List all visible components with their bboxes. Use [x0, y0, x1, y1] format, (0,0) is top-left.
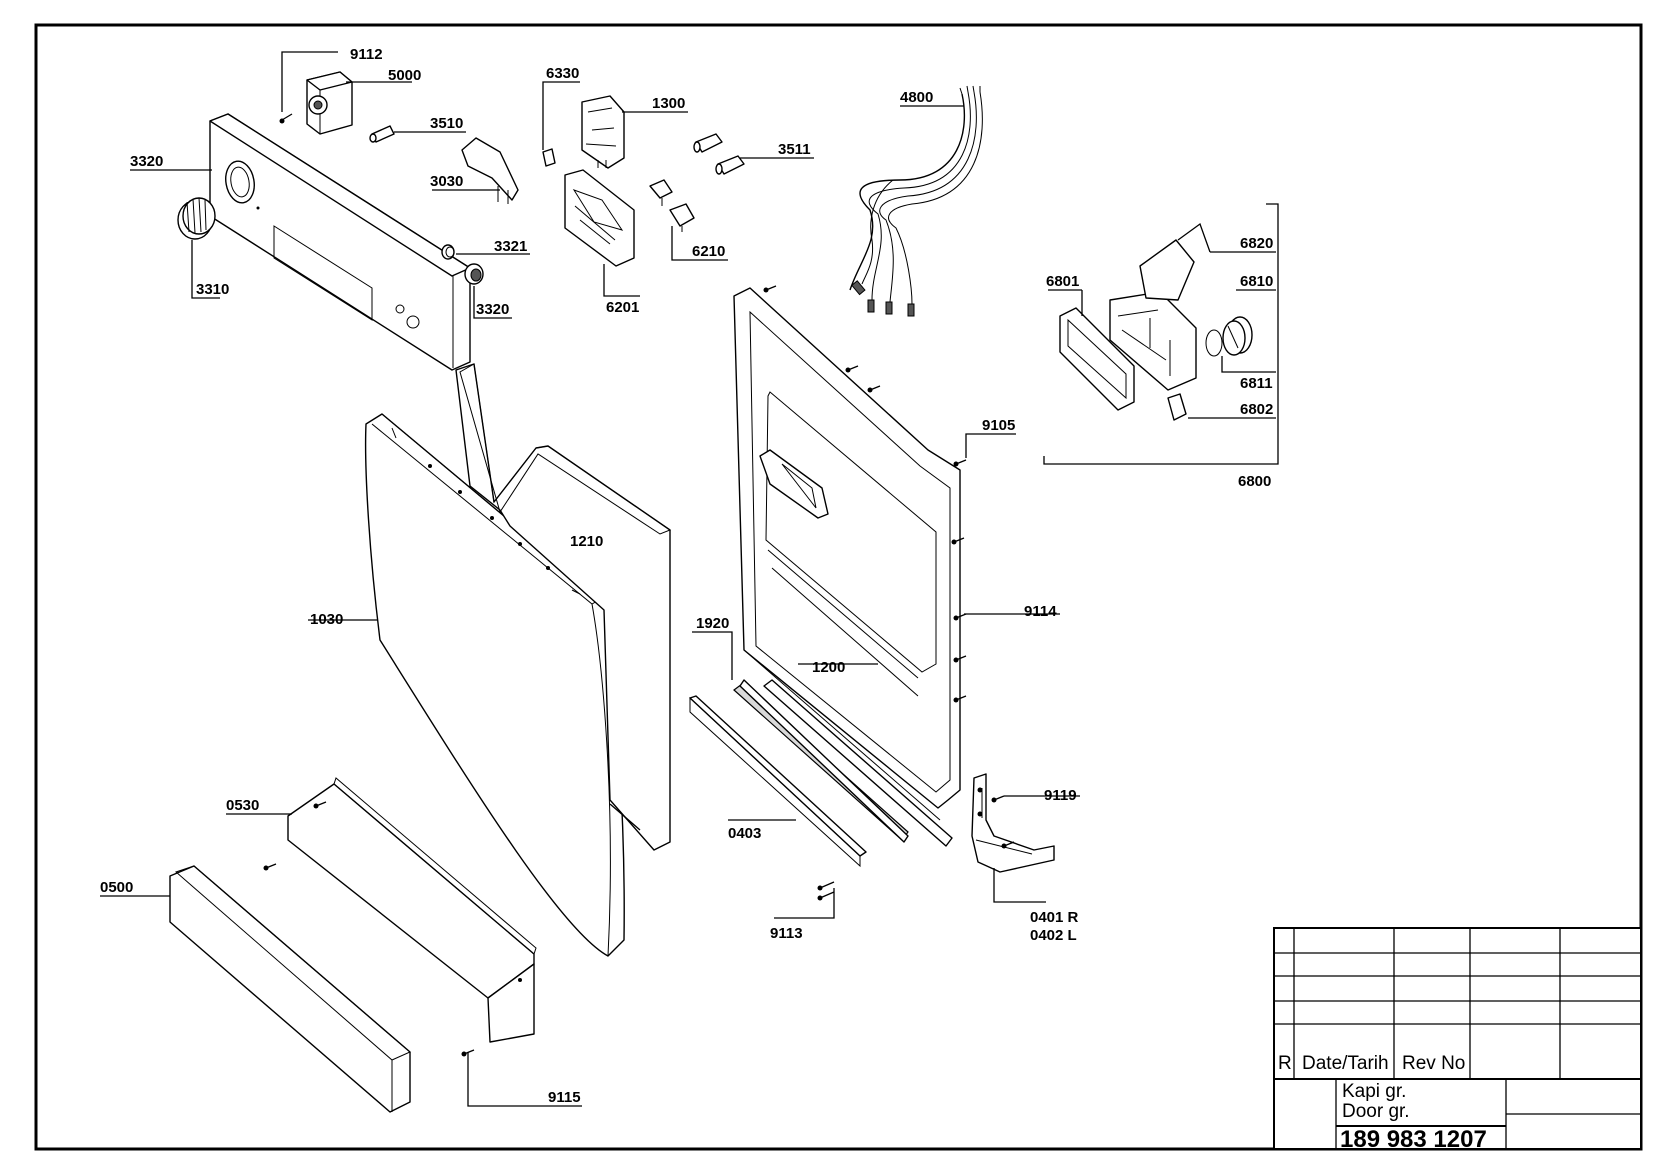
label-9119: 9119: [1044, 787, 1077, 804]
oring-6811: [1205, 329, 1223, 357]
screw-hinge-icon: [1001, 841, 1015, 849]
program-knob: [177, 197, 216, 240]
label-1030: 1030: [310, 611, 343, 628]
label-9105: 9105: [982, 417, 1015, 434]
screw-9114-icon-3: [953, 655, 967, 663]
screw-9113-icon-1: [817, 881, 835, 891]
label-6811: 6811: [1240, 375, 1273, 392]
pushrod-3511: [693, 133, 745, 175]
screw-frame-icon-3: [867, 385, 881, 393]
screw-9114-icon-4: [953, 695, 967, 703]
insulation-1210: [455, 363, 672, 851]
screw-frame-icon-1: [763, 285, 777, 293]
screw-9119-icon: [991, 795, 1005, 803]
label-6800: 6800: [1238, 473, 1271, 490]
label-0401: 0401 R: [1030, 909, 1079, 926]
button-cap-3321: [441, 244, 455, 260]
part-labels: 9112 5000 3510 3320 3030 3310 3321 3320 …: [100, 46, 1273, 1106]
label-6810: 6810: [1240, 273, 1273, 290]
label-1920: 1920: [696, 615, 729, 632]
date-column-label: Date/Tarih: [1302, 1053, 1389, 1074]
label-1210: 1210: [570, 533, 603, 550]
drawing-frame: [34, 23, 1643, 1151]
label-0500: 0500: [100, 879, 133, 896]
label-0402: 0402 L: [1030, 927, 1077, 944]
label-9115: 9115: [548, 1089, 581, 1106]
leader-lines: [100, 51, 1279, 1107]
screw-9112-icon: [279, 113, 293, 124]
screw-9114-icon-1: [951, 537, 965, 545]
control-panel-fascia: [209, 113, 471, 371]
side-rail-1920: [739, 679, 909, 843]
hinge-0401-0402: [971, 773, 1055, 873]
title-english: Door gr.: [1342, 1101, 1410, 1122]
label-6820: 6820: [1240, 235, 1273, 252]
screw-frame-icon-2: [845, 365, 859, 373]
switch-6210: [649, 179, 695, 232]
screw-9114-icon-2: [953, 613, 967, 621]
cable-harness-4800: [849, 85, 983, 317]
drawing-number: 189 983 1207: [1340, 1126, 1487, 1153]
label-6802: 6802: [1240, 401, 1273, 418]
kick-plate-0530: [287, 777, 537, 1043]
pushrod-3510: [369, 125, 395, 143]
button-cap-3320: [464, 263, 484, 285]
label-6801: 6801: [1046, 273, 1079, 290]
label-5000: 5000: [388, 67, 421, 84]
bottom-strip-0403: [689, 695, 867, 868]
title-block: R Date/Tarih Rev No Kapi gr. Door gr. 18…: [1273, 927, 1642, 1153]
label-9113: 9113: [770, 925, 803, 942]
label-3511: 3511: [778, 141, 811, 158]
plinth-0500: [169, 865, 411, 1113]
connector-6330: [542, 148, 556, 167]
dispenser-body: [1109, 239, 1197, 391]
label-1300: 1300: [652, 95, 685, 112]
latch-6802: [1167, 393, 1187, 421]
label-9114: 9114: [1024, 603, 1057, 620]
label-3320-button: 3320: [476, 301, 509, 318]
label-3310: 3310: [196, 281, 229, 298]
title-turkish: Kapi gr.: [1342, 1081, 1406, 1102]
label-6201: 6201: [606, 299, 639, 316]
rev-flag: R: [1278, 1053, 1292, 1074]
screw-9115-icon: [461, 1049, 475, 1057]
dispenser-seal-6801: [1059, 307, 1135, 411]
label-6210: 6210: [692, 243, 725, 260]
label-3510: 3510: [430, 115, 463, 132]
label-6330: 6330: [546, 65, 579, 82]
screw-0530-icon-2: [263, 863, 277, 871]
label-0530: 0530: [226, 797, 259, 814]
rev-no-column-label: Rev No: [1402, 1053, 1465, 1074]
screw-0530-icon-1: [313, 801, 327, 809]
switch-bracket-3030: [461, 137, 519, 204]
screw-icons: [263, 113, 1015, 1057]
control-board-1300: [581, 95, 625, 169]
dispenser-cap-6810: [1222, 316, 1253, 356]
label-1200: 1200: [812, 659, 845, 676]
spring-clip-6820: [1177, 222, 1211, 253]
label-0403: 0403: [728, 825, 761, 842]
label-3320-fascia: 3320: [130, 153, 163, 170]
electronic-card-6201: [564, 169, 635, 267]
screw-9113-icon-2: [817, 891, 835, 901]
label-9112: 9112: [350, 46, 383, 63]
screw-9105-icon: [953, 459, 967, 467]
label-4800: 4800: [900, 89, 933, 106]
label-3030: 3030: [430, 173, 463, 190]
label-3321: 3321: [494, 238, 527, 255]
timer-module: [306, 71, 353, 135]
